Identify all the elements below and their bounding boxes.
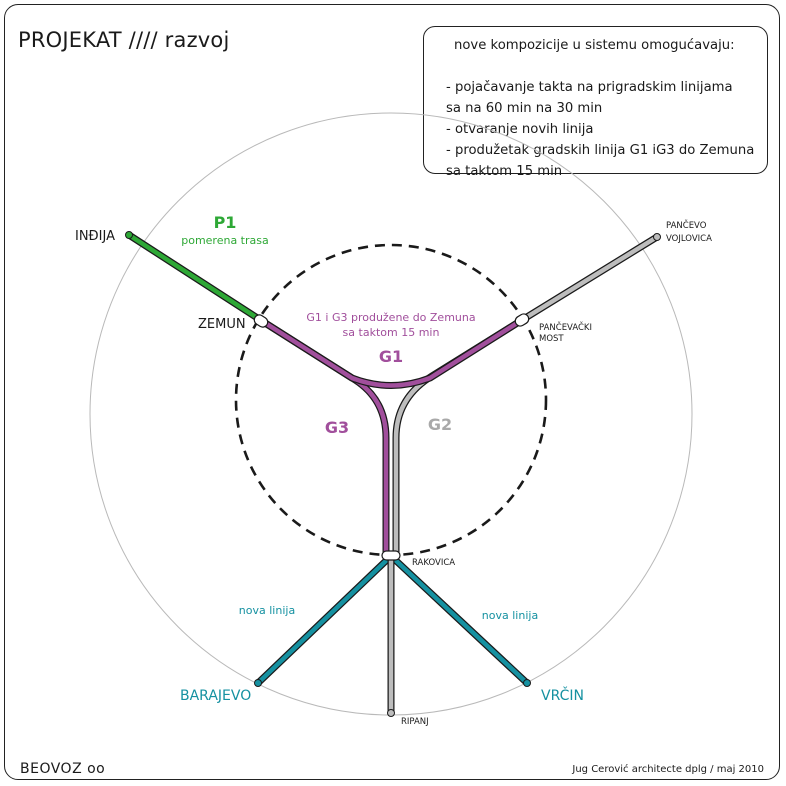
info-box: nove kompozicije u sistemu omogućavaju: … <box>423 26 768 179</box>
ripanj-station-dot <box>387 709 395 717</box>
rakovica-station-marker <box>381 550 401 561</box>
g1-line <box>260 318 524 388</box>
g3-label: G3 <box>325 418 349 437</box>
barajevo-line <box>255 553 394 686</box>
info-line-4: - produžetak gradskih linija G1 iG3 do Z… <box>446 143 755 158</box>
zemun-station-marker <box>253 314 269 328</box>
g2-line-outline <box>392 317 524 556</box>
p1-note: pomerena trasa <box>181 234 269 247</box>
info-line-3: - otvaranje novih linija <box>446 122 594 137</box>
pancevo-line <box>519 234 660 323</box>
indjija-label: INĐIJA <box>75 229 115 244</box>
info-line-5: sa taktom 15 min <box>446 164 563 179</box>
p1-line <box>126 232 265 324</box>
footer-logo-text: BEOVOZ oo <box>20 761 106 777</box>
info-heading: nove kompozicije u sistemu omogućavaju: <box>454 38 735 53</box>
ripanj-label: RIPANJ <box>401 717 429 727</box>
zemun-label: ZEMUN <box>198 317 246 332</box>
nova-linija-right-label: nova linija <box>482 609 538 622</box>
page-frame <box>4 4 780 780</box>
pancevo-station-dot <box>653 233 661 241</box>
g-note-line-1: G1 i G3 produžene do Zemuna <box>306 311 475 324</box>
pancevo-label-2: VOJLOVICA <box>666 234 712 244</box>
g1-label: G1 <box>379 347 403 366</box>
barajevo-station-dot <box>254 679 262 687</box>
rakovica-label: RAKOVICA <box>412 558 455 568</box>
vrcin-label: VRČIN <box>541 686 584 704</box>
footer-credit: Jug Cerović architecte dplg / maj 2010 <box>572 764 764 775</box>
p1-label: P1 <box>214 213 237 232</box>
info-line-2: sa na 60 min na 30 min <box>446 101 603 116</box>
pancevacki-label-2: MOST <box>539 334 564 344</box>
pancevacki-station-marker <box>514 313 530 327</box>
nova-linija-left-label: nova linija <box>239 604 295 617</box>
barajevo-label: BARAJEVO <box>180 688 251 704</box>
pancevacki-label-1: PANČEVAČKI <box>539 321 592 333</box>
pancevo-label-1: PANČEVO <box>666 219 707 231</box>
page-title: PROJEKAT //// razvoj <box>18 28 230 52</box>
city-dashed-circle <box>234 243 548 557</box>
info-line-1: - pojačavanje takta na prigradskim linij… <box>446 80 733 95</box>
g2-label: G2 <box>428 415 452 434</box>
indjija-station-dot <box>125 231 133 239</box>
g-note-line-2: sa taktom 15 min <box>343 326 440 339</box>
vrcin-line <box>388 553 530 686</box>
vrcin-station-dot <box>523 679 531 687</box>
